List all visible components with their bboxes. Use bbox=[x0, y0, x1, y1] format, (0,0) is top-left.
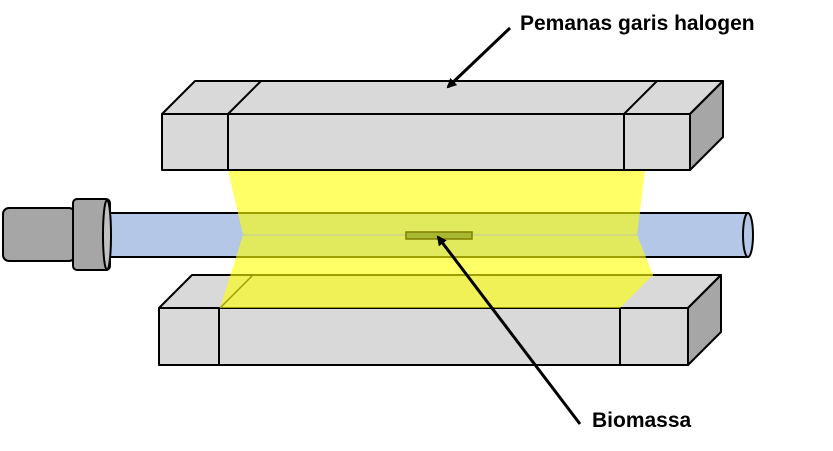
biomass-arrow bbox=[436, 235, 582, 425]
heater-label: Pemanas garis halogen bbox=[520, 12, 755, 35]
biomass-label: Biomassa bbox=[592, 409, 692, 432]
tube-connector bbox=[2, 198, 112, 271]
heater-arrow bbox=[446, 26, 512, 89]
top-heater bbox=[161, 80, 724, 171]
